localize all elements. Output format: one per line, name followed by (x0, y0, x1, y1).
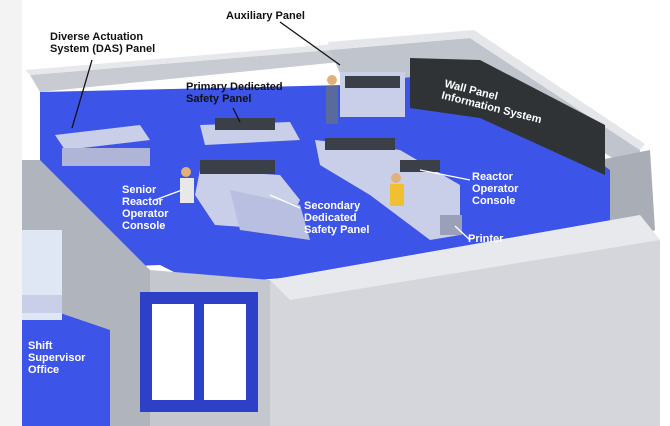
senior-operator-head (181, 167, 191, 177)
senior-console-monitors (200, 160, 275, 174)
label-primary-safety-panel: Primary Dedicated Safety Panel (186, 81, 283, 105)
front-wall-top-edge (270, 215, 660, 300)
secondary-safety-panel (230, 190, 310, 240)
door-left-glass (152, 304, 194, 400)
floor (40, 70, 610, 285)
right-back-wall (330, 38, 640, 175)
aux-leader (279, 21, 341, 66)
standing-operator-head (327, 75, 337, 85)
door-right-glass (204, 304, 246, 400)
label-das-panel: Diverse Actuation System (DAS) Panel (50, 31, 156, 55)
das-panel (55, 125, 150, 150)
back-wall (30, 50, 340, 92)
printer (440, 215, 462, 235)
primary-safety-monitors (215, 118, 275, 130)
label-auxiliary-panel: Auxiliary Panel (226, 10, 305, 22)
secondary-leader (269, 194, 301, 209)
senior-leader (154, 189, 183, 201)
office-floor (22, 300, 110, 426)
reactor-operator-body (390, 184, 404, 206)
reactor-operator-head (391, 173, 401, 183)
right-back-wall-top (328, 30, 645, 150)
reactor-console-monitors (325, 138, 395, 150)
wall-panel-display (410, 58, 605, 175)
office-desk (22, 295, 62, 313)
left-margin (0, 0, 22, 426)
label-printer: Printer (468, 233, 504, 245)
printer-leader (454, 225, 471, 241)
reactor-console-monitors-2 (400, 160, 440, 172)
das-panel-body (62, 148, 150, 166)
label-secondary-safety-panel: Secondary Dedicated Safety Panel (304, 200, 370, 236)
label-senior-console: Senior Reactor Operator Console (122, 184, 169, 232)
senior-operator-body (180, 178, 194, 203)
back-wall-top (25, 44, 335, 75)
auxiliary-panel-screens (345, 76, 400, 88)
label-reactor-console: Reactor Operator Console (472, 171, 519, 207)
reactor-leader (419, 169, 471, 181)
primary-leader (232, 107, 241, 123)
label-shift-supervisor: Shift Supervisor Office (28, 340, 86, 376)
standing-operator-body (326, 86, 338, 124)
das-leader (71, 59, 93, 129)
